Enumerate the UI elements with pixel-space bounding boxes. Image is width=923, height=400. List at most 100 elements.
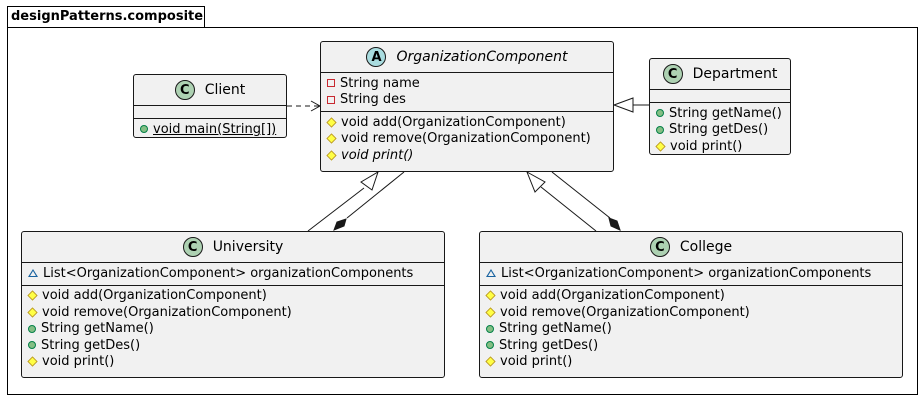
- method-row: void add(OrganizationComponent): [480, 288, 902, 305]
- public-visibility-icon: [486, 341, 494, 350]
- method-text: void remove(OrganizationComponent): [500, 304, 750, 320]
- method-text: void add(OrganizationComponent): [341, 114, 566, 130]
- college-generalization-arrowhead: [526, 170, 546, 193]
- fields-section: [650, 90, 790, 103]
- methods-section: void add(OrganizationComponent) void rem…: [480, 286, 902, 374]
- class-name: OrganizationComponent: [396, 49, 568, 65]
- field-text: List<OrganizationComponent> organization…: [43, 265, 414, 281]
- method-text: void print(): [670, 138, 743, 154]
- protected-visibility-icon: [326, 117, 337, 128]
- college-generalization-line: [540, 186, 597, 232]
- class-header: C Department: [650, 59, 790, 90]
- field-row: String des: [321, 92, 613, 109]
- fields-section: List<OrganizationComponent> organization…: [480, 263, 902, 286]
- public-visibility-icon: [486, 324, 494, 333]
- methods-section: void main(String[]): [134, 119, 286, 141]
- method-text: void main(String[]): [153, 121, 277, 137]
- university-generalization-arrowhead: [360, 170, 379, 191]
- university-composition-diamond: [333, 218, 347, 231]
- college-composition-line: [551, 171, 611, 219]
- class-stereotype-icon: C: [662, 64, 683, 84]
- method-text: void remove(OrganizationComponent): [341, 131, 591, 147]
- class-name: College: [679, 239, 733, 255]
- private-visibility-icon: [327, 79, 335, 88]
- public-visibility-icon: [28, 341, 36, 350]
- method-row: String getDes(): [480, 337, 902, 354]
- university-composition-line: [346, 171, 405, 219]
- class-stereotype-icon: C: [182, 237, 203, 257]
- method-text: String getName(): [669, 105, 782, 121]
- class-stereotype-icon: A: [366, 47, 387, 67]
- protected-visibility-icon: [485, 290, 496, 301]
- class-college[interactable]: C College List<OrganizationComponent> or…: [479, 231, 903, 378]
- class-header: C University: [22, 232, 444, 263]
- class-stereotype-icon: C: [174, 80, 195, 100]
- public-visibility-icon: [140, 125, 148, 134]
- protected-visibility-icon: [27, 290, 38, 301]
- field-text: String name: [340, 75, 420, 91]
- method-row: void print(): [22, 354, 444, 371]
- package-name: designPatterns.composite: [11, 9, 204, 24]
- field-row: String name: [321, 75, 613, 92]
- method-text: String getDes(): [499, 337, 599, 353]
- method-text: String getDes(): [669, 122, 769, 138]
- method-row: String getDes(): [22, 337, 444, 354]
- method-text: String getDes(): [41, 337, 141, 353]
- class-stereotype-icon: C: [649, 237, 670, 257]
- class-client[interactable]: C Client void main(String[]): [133, 74, 287, 138]
- methods-section: String getName() String getDes() void pr…: [650, 103, 790, 158]
- public-visibility-icon: [656, 109, 664, 118]
- method-text: String getName(): [499, 321, 612, 337]
- fields-section: [134, 106, 286, 119]
- method-row: void remove(OrganizationComponent): [480, 304, 902, 321]
- protected-visibility-icon: [27, 307, 38, 318]
- method-row: void print(): [650, 138, 790, 155]
- protected-visibility-icon: [485, 356, 496, 367]
- method-row: void remove(OrganizationComponent): [321, 131, 613, 148]
- class-department[interactable]: C Department String getName() String get…: [649, 58, 791, 155]
- method-row: void remove(OrganizationComponent): [22, 304, 444, 321]
- method-row: String getDes(): [650, 122, 790, 139]
- protected-visibility-icon: [485, 307, 496, 318]
- field-text: String des: [340, 92, 406, 108]
- method-text: void print(): [341, 147, 414, 163]
- method-row: String getName(): [480, 321, 902, 338]
- public-visibility-icon: [28, 324, 36, 333]
- class-organization-component[interactable]: A OrganizationComponent String name Stri…: [320, 41, 614, 172]
- protected-visibility-icon: [27, 356, 38, 367]
- methods-section: void add(OrganizationComponent) void rem…: [22, 286, 444, 374]
- protected-visibility-icon: [326, 150, 337, 161]
- fields-section: String name String des: [321, 73, 613, 112]
- package-tab: designPatterns.composite: [7, 6, 205, 28]
- class-name: University: [212, 239, 284, 255]
- university-generalization-line: [307, 187, 365, 232]
- method-row: void add(OrganizationComponent): [22, 288, 444, 305]
- department-generalization-arrowhead: [612, 97, 634, 113]
- method-text: void print(): [500, 354, 573, 370]
- method-text: void add(OrganizationComponent): [500, 288, 725, 304]
- method-text: void remove(OrganizationComponent): [42, 304, 292, 320]
- class-name: Client: [204, 82, 246, 98]
- fields-section: List<OrganizationComponent> organization…: [22, 263, 444, 286]
- method-text: void add(OrganizationComponent): [42, 288, 267, 304]
- college-composition-diamond: [608, 217, 621, 231]
- field-row: List<OrganizationComponent> organization…: [480, 265, 902, 282]
- protected-visibility-icon: [326, 133, 337, 144]
- method-row: String getName(): [22, 321, 444, 338]
- class-name: Department: [692, 66, 778, 82]
- method-row: String getName(): [650, 105, 790, 122]
- class-header: C College: [480, 232, 902, 263]
- method-row: void main(String[]): [134, 121, 286, 138]
- class-university[interactable]: C University List<OrganizationComponent>…: [21, 231, 445, 378]
- method-row: void print(): [321, 147, 613, 164]
- class-header: A OrganizationComponent: [321, 42, 613, 73]
- field-text: List<OrganizationComponent> organization…: [501, 265, 872, 281]
- field-row: List<OrganizationComponent> organization…: [22, 265, 444, 282]
- method-row: void print(): [480, 354, 902, 371]
- private-visibility-icon: [327, 95, 335, 104]
- public-visibility-icon: [656, 125, 664, 134]
- package-visibility-icon: [486, 269, 496, 278]
- method-text: void print(): [42, 354, 115, 370]
- method-text: String getName(): [41, 321, 154, 337]
